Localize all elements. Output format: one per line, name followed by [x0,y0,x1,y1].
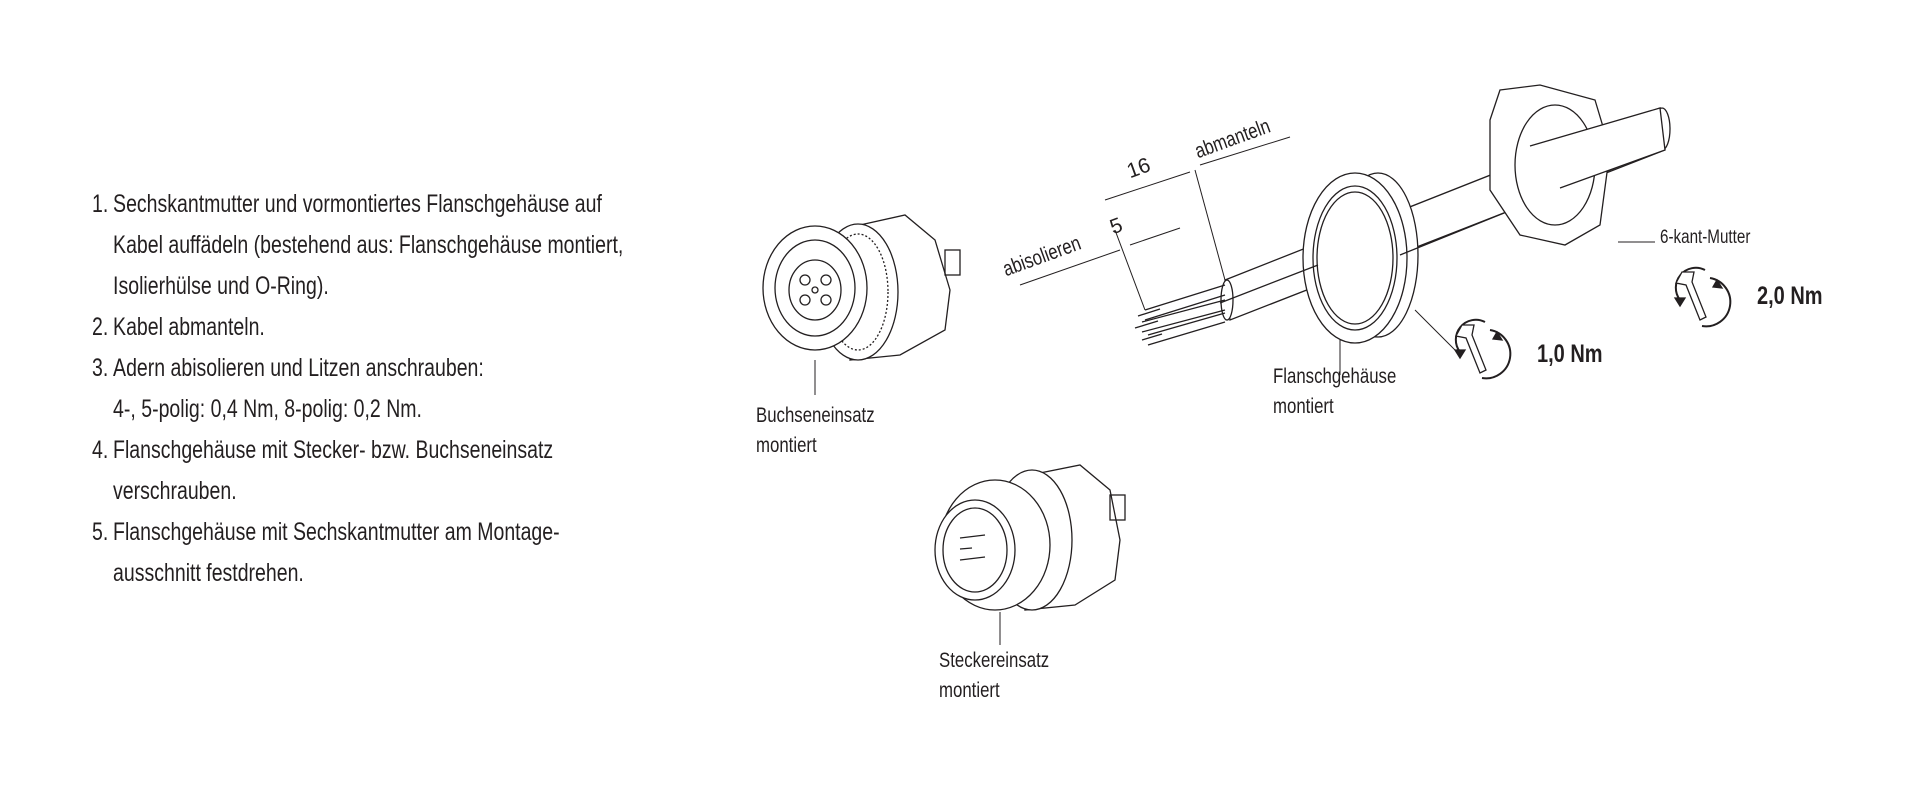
dimension-lines [1019,136,1291,311]
nut-torque-value: 2,0 Nm [1757,282,1823,310]
wrench-torque-icon [1673,266,1732,328]
hex-nut-drawing [1489,84,1666,246]
male-insert-label-2: montiert [939,679,1000,702]
male-connector-drawing [934,464,1126,645]
flange-housing-label: Flanschgehäuse [1273,365,1397,388]
flange-housing-drawing [1219,149,1661,375]
female-connector-drawing [762,214,961,395]
hex-nut-label: 6-kant-Mutter [1660,227,1751,248]
female-insert-label: Buchseneinsatz [756,404,875,427]
flange-housing-label-2: montiert [1273,395,1334,418]
female-insert-label-2: montiert [756,434,817,457]
flange-torque-value: 1,0 Nm [1537,340,1603,368]
male-insert-label: Steckereinsatz [939,649,1050,672]
wrench-torque-icon [1453,318,1512,380]
